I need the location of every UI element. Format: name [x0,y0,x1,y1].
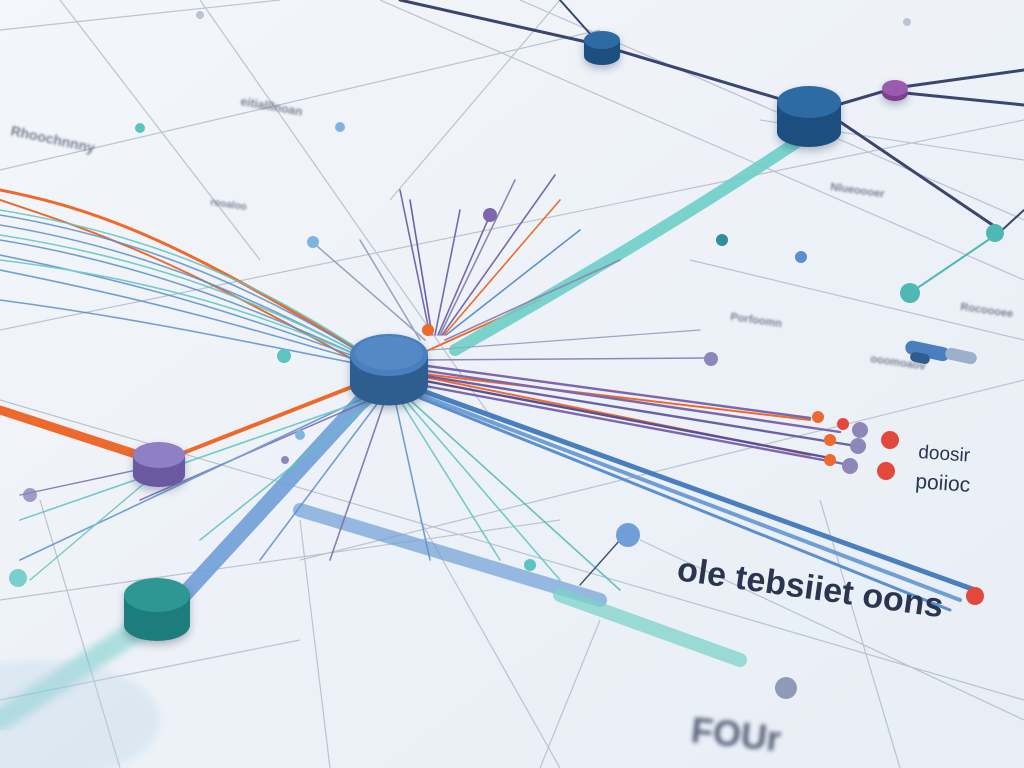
top-network-lines [398,0,1024,294]
top-purple-node[interactable] [882,80,908,101]
label-bold-2: FOUr [689,709,783,759]
small-dots [9,11,1004,699]
top-small-node[interactable] [584,31,620,65]
teal-lower-path [553,588,747,667]
right-labels: doosir poiioc [915,442,972,497]
blue-main-path [162,362,398,618]
label-right-2: poiioc [915,470,971,497]
blue-bundle-left [0,209,391,371]
endpoint-dots [812,411,984,605]
teal-node[interactable] [124,578,190,641]
pill-marks [905,340,977,365]
purple-node[interactable] [133,442,185,487]
upper-fan [309,174,621,341]
lower-rays [19,394,621,591]
central-hub-node[interactable] [350,334,428,406]
right-rays [417,329,978,612]
label-small-7: rooaloo [210,197,248,213]
teal-main-path [449,134,806,356]
blue-lower-path [293,503,607,607]
label-right-1: doosir [918,442,972,467]
foreground-blur [0,660,160,768]
top-hub-node[interactable] [777,86,841,147]
